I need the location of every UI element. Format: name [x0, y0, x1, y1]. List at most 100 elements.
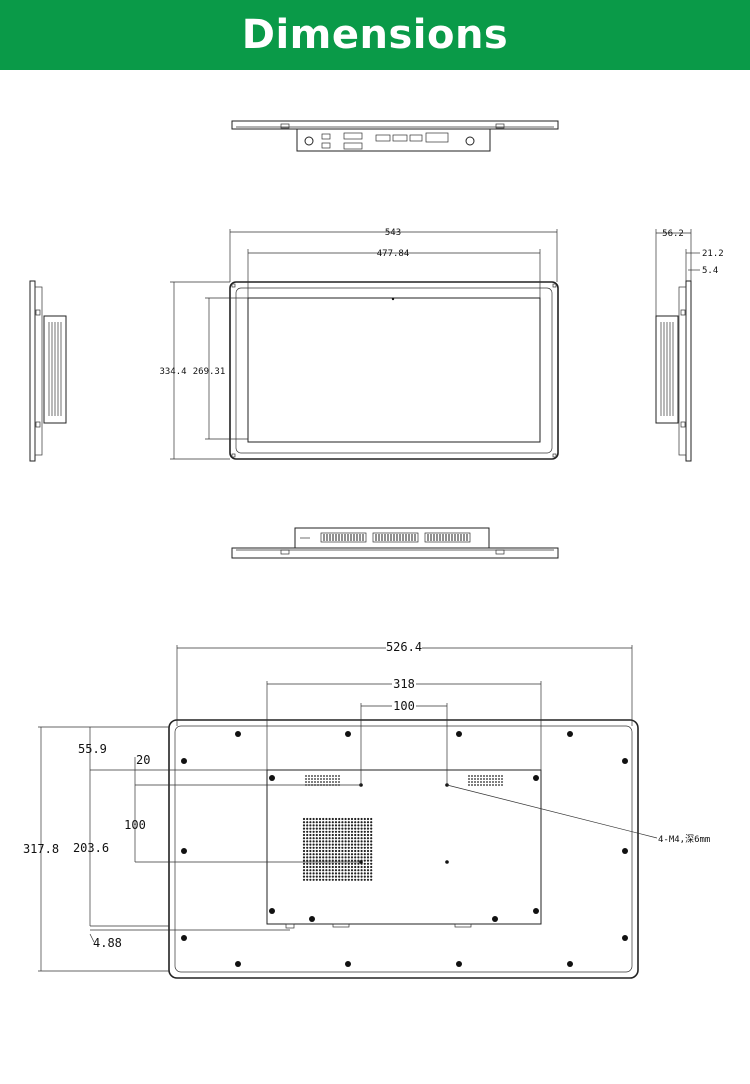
vent-hole — [471, 775, 473, 777]
vent-hole — [306, 817, 309, 821]
vent-hole — [501, 775, 503, 777]
vent-hole — [357, 849, 360, 853]
vent-hole — [366, 869, 370, 872]
vent-hole — [302, 856, 306, 859]
vent-hole — [326, 778, 328, 780]
vent-hole — [489, 778, 491, 780]
vent-hole — [354, 846, 357, 849]
vent-hole — [315, 865, 318, 869]
vent-hole — [363, 817, 366, 821]
vent-hole — [322, 853, 325, 856]
vent-hole — [331, 824, 334, 827]
vent-hole — [302, 827, 306, 830]
vent-hole — [315, 821, 318, 824]
vent-hole — [477, 784, 479, 786]
vesa-horizontal-label: 100 — [393, 699, 415, 713]
vent-hole — [495, 775, 497, 777]
vent-hole — [366, 827, 370, 830]
vent-hole — [344, 878, 347, 881]
vent-hole — [341, 872, 344, 875]
vent-hole — [366, 862, 370, 865]
left-side-view — [29, 280, 67, 462]
vent-hole — [308, 775, 310, 777]
vent-hole — [366, 843, 370, 846]
vent-hole — [328, 833, 331, 837]
vent-hole — [311, 781, 313, 783]
vent-hole — [357, 827, 360, 830]
vent-hole — [325, 817, 328, 821]
vent-hole — [312, 843, 315, 846]
vent-hole — [306, 869, 309, 872]
vent-hole — [309, 846, 312, 849]
vent-hole — [328, 859, 331, 862]
side-bezel-depth-label: 5.4 — [702, 266, 718, 276]
vent-hole — [363, 840, 366, 843]
vent-hole — [338, 862, 341, 865]
top-view — [231, 120, 559, 152]
vent-hole — [370, 872, 373, 875]
vent-hole — [315, 827, 318, 830]
vent-hole — [315, 872, 318, 875]
vent-hole — [350, 833, 354, 837]
vent-hole — [480, 775, 482, 777]
vent-hole — [315, 869, 318, 872]
vent-hole — [328, 830, 331, 833]
vent-hole — [329, 778, 331, 780]
vent-hole — [325, 843, 328, 846]
vent-hole — [312, 833, 315, 837]
vent-hole — [354, 865, 357, 869]
vent-hole — [483, 775, 485, 777]
vent-hole — [360, 849, 363, 853]
vent-hole — [305, 778, 307, 780]
vent-hole — [354, 824, 357, 827]
vent-hole — [354, 843, 357, 846]
vent-hole — [495, 784, 497, 786]
vent-hole — [363, 846, 366, 849]
vent-hole — [338, 849, 341, 853]
vent-hole — [347, 849, 350, 853]
vent-hole — [338, 872, 341, 875]
vent-hole — [344, 833, 347, 837]
vent-hole — [315, 862, 318, 865]
vent-hole — [331, 859, 334, 862]
vent-hole — [331, 817, 334, 821]
vent-hole — [363, 862, 366, 865]
vent-hole — [317, 778, 319, 780]
vent-hole — [360, 837, 363, 840]
top-view-io-housing — [296, 128, 491, 152]
vent-hole — [338, 778, 340, 780]
vent-hole — [474, 775, 476, 777]
vent-hole — [483, 781, 485, 783]
perimeter-holes — [181, 731, 628, 967]
vent-hole — [360, 865, 363, 869]
vent-hole — [363, 856, 366, 859]
vent-hole — [306, 856, 309, 859]
vent-hole — [357, 875, 360, 878]
vent-hole — [486, 784, 488, 786]
vent-hole — [363, 827, 366, 830]
vent-hole — [468, 778, 470, 780]
vent-hole — [498, 775, 500, 777]
vent-hole — [350, 849, 354, 853]
vent-hole — [363, 875, 366, 878]
serial-port-icon — [343, 132, 363, 140]
vent-hole — [338, 846, 341, 849]
vent-hole — [312, 859, 315, 862]
vent-hole — [325, 837, 328, 840]
vent-hole — [350, 865, 354, 869]
bottom-view-bezel — [231, 547, 559, 559]
vent-hole — [334, 865, 338, 869]
vent-hole — [344, 830, 347, 833]
vent-hole — [311, 778, 313, 780]
vent-hole — [354, 869, 357, 872]
vent-hole — [309, 862, 312, 865]
dc-jack-icon — [465, 136, 475, 146]
usb-port-icon — [321, 142, 331, 149]
vent-hole — [363, 859, 366, 862]
vent-hole — [331, 837, 334, 840]
vent-hole — [344, 849, 347, 853]
header-banner: Dimensions — [0, 0, 750, 70]
vent-hole — [334, 830, 338, 833]
vent-hole — [338, 837, 341, 840]
hdmi-port-icon — [409, 134, 423, 142]
